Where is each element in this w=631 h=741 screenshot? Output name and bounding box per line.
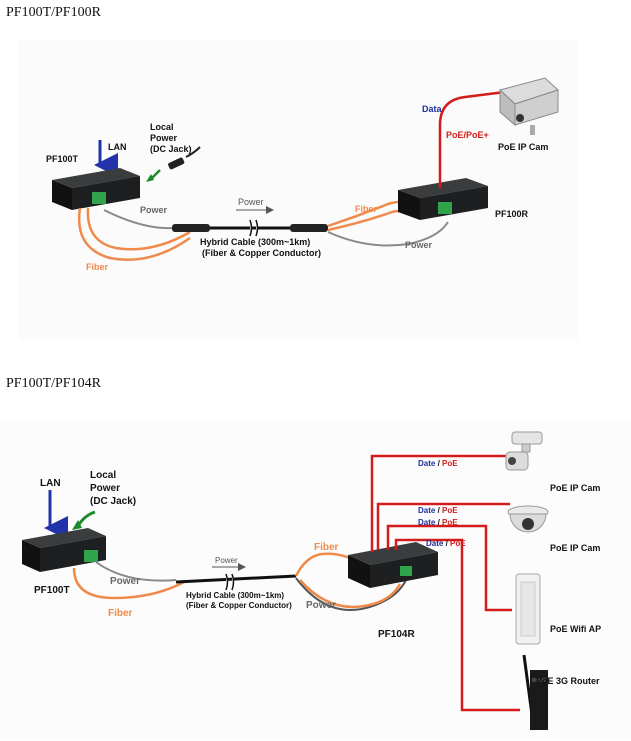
- device-1-label: PoE IP Cam: [550, 483, 600, 493]
- port-3-label: Date / PoE: [418, 518, 458, 527]
- tx-device-label: PF100T: [34, 585, 70, 596]
- port-1-data: Date: [418, 459, 436, 468]
- media-converter-icon: [22, 528, 106, 572]
- power-cable-label: Power: [215, 556, 238, 565]
- media-converter-icon: [398, 178, 488, 220]
- device-3-label: PoE Wifi AP: [550, 624, 601, 634]
- port-1-label: Date / PoE: [418, 459, 458, 468]
- cable-line2: (Fiber & Copper Conductor): [202, 248, 321, 258]
- port-2-sep: /: [435, 506, 442, 515]
- router-3g-icon: [522, 654, 548, 731]
- port-2-label: Date / PoE: [418, 506, 458, 515]
- local-power-line1: Local: [90, 470, 116, 481]
- local-power-line3: (DC Jack): [90, 496, 136, 507]
- port-3-poe: PoE: [442, 518, 458, 527]
- tx-device-label: PF100T: [46, 154, 79, 164]
- media-converter-icon: [52, 168, 140, 210]
- wifi-ap-icon: [515, 573, 541, 645]
- port-4-sep: /: [443, 539, 450, 548]
- ip-camera-icon: [498, 77, 559, 135]
- cable-line1: Hybrid Cable (300m~1km): [186, 591, 284, 600]
- poe-lines: [370, 454, 520, 712]
- power-cable-right: [295, 577, 407, 611]
- poe-line: [438, 90, 506, 188]
- device-4-label: PoE 3G Router: [536, 676, 600, 686]
- power-left-label: Power: [140, 205, 168, 215]
- lan-label: LAN: [40, 478, 61, 489]
- local-power-line2: Power: [90, 483, 120, 494]
- hybrid-cable: [172, 219, 328, 237]
- rx-device-label: PF100R: [495, 209, 529, 219]
- fiber-left: [72, 567, 185, 600]
- dc-jack-icon: [168, 146, 201, 170]
- power-right-label: Power: [405, 240, 433, 250]
- port-1-sep: /: [435, 459, 442, 468]
- diagram-pf100t-pf104r: LAN Local Power (DC Jack) PF100T Fiber P…: [0, 420, 631, 738]
- port-4-label: Date / PoE: [426, 539, 466, 548]
- hybrid-cable: [175, 573, 297, 591]
- green-power-arrow-icon: [146, 169, 161, 182]
- section-1-heading: PF100T/PF100R: [6, 5, 101, 20]
- port-2-poe: PoE: [442, 506, 458, 515]
- section-2-heading: PF100T/PF104R: [6, 376, 101, 391]
- port-3-sep: /: [435, 518, 442, 527]
- power-cable-label: Power: [238, 197, 264, 207]
- fiber-left-label: Fiber: [86, 262, 109, 272]
- port-4-poe: PoE: [450, 539, 466, 548]
- port-3-data: Date: [418, 518, 436, 527]
- port-2-data: Date: [418, 506, 436, 515]
- green-power-arrow-icon: [72, 510, 96, 530]
- device-2-label: PoE IP Cam: [550, 543, 600, 553]
- local-power-line3: (DC Jack): [150, 144, 192, 154]
- diagram-pf100t-pf100r: LAN Local Power (DC Jack) PF100T Fiber P…: [18, 40, 578, 340]
- power-cable-left: [95, 561, 177, 582]
- local-power-line2: Power: [150, 133, 178, 143]
- power-left-label: Power: [110, 576, 140, 587]
- poe-label: PoE/PoE+: [446, 130, 489, 140]
- fiber-right-label: Fiber: [355, 204, 378, 214]
- rx-device-label: PF104R: [378, 629, 415, 640]
- media-converter-icon: [348, 542, 438, 588]
- ptz-camera-icon: [505, 431, 543, 471]
- lan-label: LAN: [108, 142, 127, 152]
- fiber-left: [77, 207, 191, 262]
- data-label: Data: [422, 104, 443, 114]
- local-power-line1: Local: [150, 122, 174, 132]
- fiber-right-lower: [299, 579, 402, 609]
- power-cable-left: [103, 209, 175, 230]
- dome-camera-icon: [507, 505, 549, 533]
- local-power-label: Local: [150, 122, 174, 132]
- cable-line1: Hybrid Cable (300m~1km): [200, 237, 310, 247]
- power-right-label: Power: [306, 600, 336, 611]
- port-4-data: Date: [426, 539, 444, 548]
- power-cable-right: [327, 221, 449, 247]
- fiber-right-label: Fiber: [314, 542, 339, 553]
- camera-label: PoE IP Cam: [498, 142, 548, 152]
- fiber-left-label: Fiber: [108, 608, 133, 619]
- port-1-poe: PoE: [442, 459, 458, 468]
- cable-line2: (Fiber & Copper Conductor): [186, 601, 292, 610]
